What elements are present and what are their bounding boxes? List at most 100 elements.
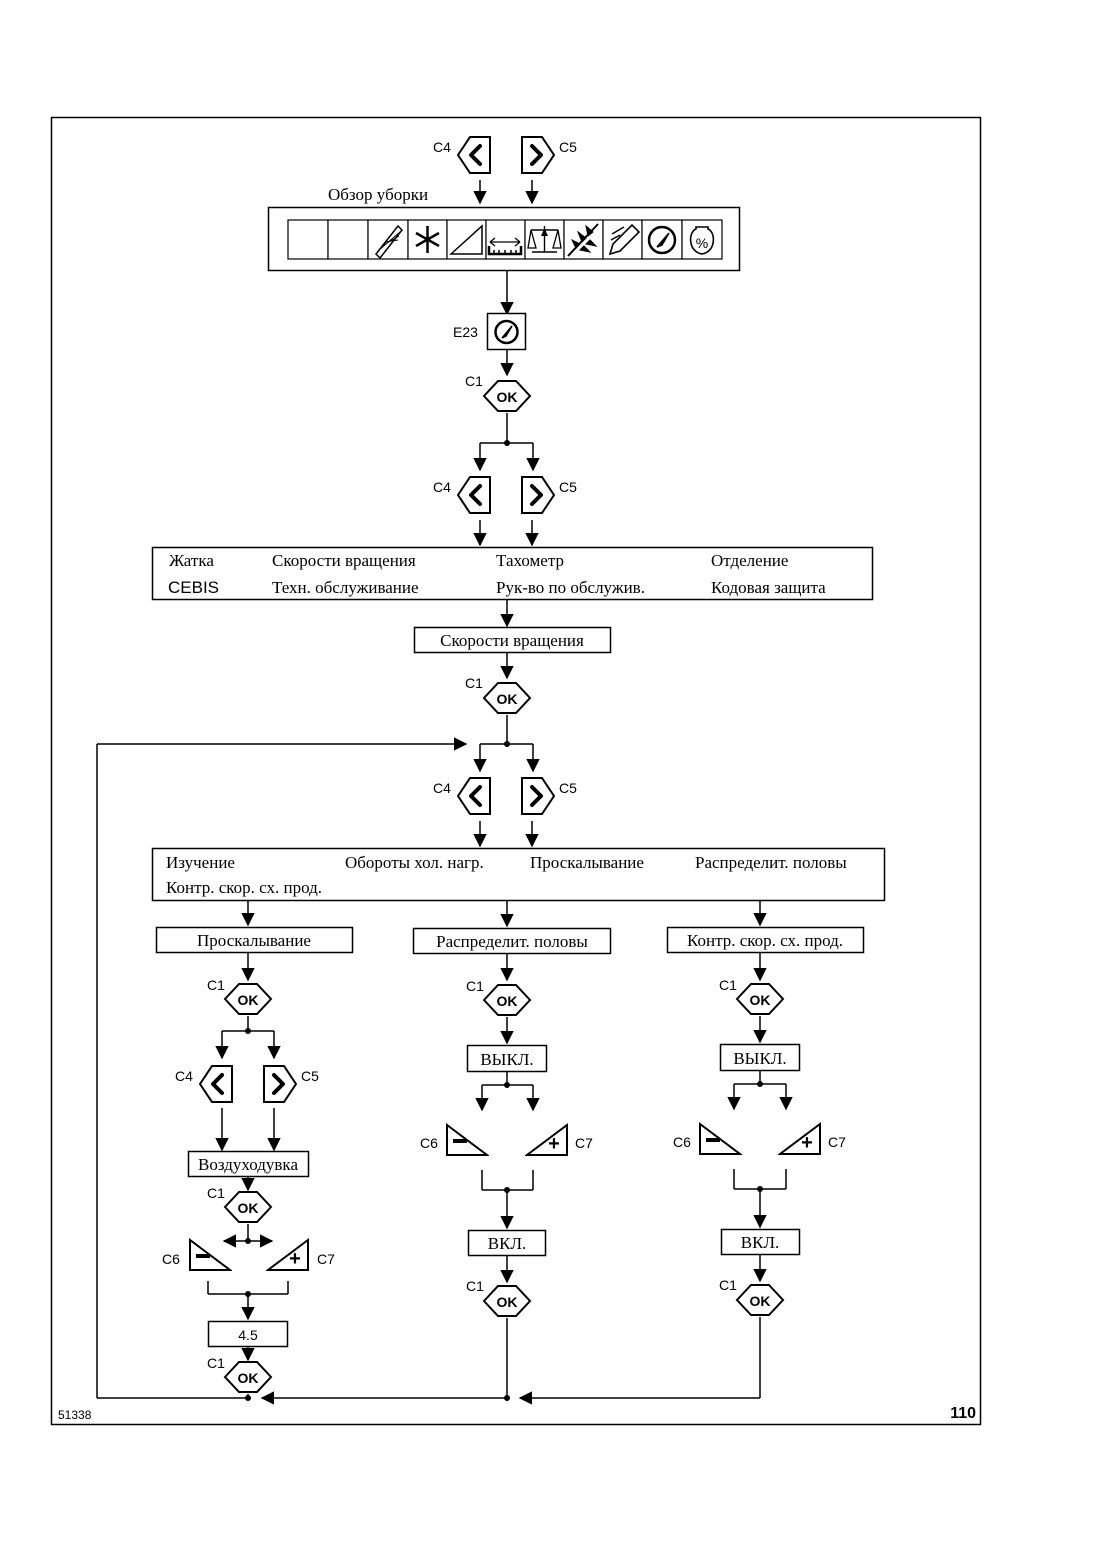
c6-label-mid: C6 <box>420 1135 438 1151</box>
c1-label-left-2: C1 <box>207 1185 225 1201</box>
c4-left-key-left-icon[interactable] <box>198 1064 234 1104</box>
branch-middle-on: ВКЛ. <box>488 1234 526 1253</box>
branch-right-on: ВКЛ. <box>741 1233 779 1252</box>
c1-label-2: C1 <box>465 675 483 691</box>
scale-icon[interactable] <box>524 219 565 260</box>
cutting-width-icon[interactable] <box>485 219 526 260</box>
menu-item-cebis[interactable]: CEBIS <box>168 578 219 597</box>
ok-key-mid-1-label: OK <box>497 993 518 1009</box>
c1-label-right-1: C1 <box>719 977 737 993</box>
c5-right-key-left-icon[interactable] <box>262 1064 298 1104</box>
c4-left-key-icon[interactable] <box>456 135 492 175</box>
ok-key-mid-2-label: OK <box>497 1294 518 1310</box>
overview-label: Обзор уборки <box>328 185 428 204</box>
c5-label-left: C5 <box>301 1068 319 1084</box>
menu-item-maintenance[interactable]: Техн. обслуживание <box>272 578 419 597</box>
branch-middle: Распределит. половы C1 OK ВЫКЛ. C6 + C7 … <box>412 927 612 1317</box>
c7-plus-sign-right: + <box>801 1132 813 1154</box>
return-loop <box>96 737 761 1405</box>
c1-label-1: C1 <box>465 373 483 389</box>
c1-label-mid-1: C1 <box>466 978 484 994</box>
tachometer-icon[interactable] <box>641 219 683 260</box>
branch-right: Контр. скор. сх. прод. C1 OK ВЫКЛ. C6 + … <box>666 926 865 1316</box>
c5-label-3: C5 <box>559 780 577 796</box>
c5-label-2: C5 <box>559 479 577 495</box>
ok-key-left-2-label: OK <box>238 1200 259 1216</box>
c4-label-2: C4 <box>433 479 451 495</box>
c1-label-left-3: C1 <box>207 1355 225 1371</box>
e23-label: E23 <box>453 324 478 340</box>
menu-item-code-protection[interactable]: Кодовая защита <box>711 578 826 597</box>
branch-right-off: ВЫКЛ. <box>733 1049 786 1068</box>
ok-key-left-1-label: OK <box>238 992 259 1008</box>
c1-label-mid-2: C1 <box>466 1278 484 1294</box>
ok-key-right-1-label: OK <box>750 992 771 1008</box>
main-menu-box: Жатка Скорости вращения Тахометр Отделен… <box>151 546 874 601</box>
menu-item-tachometer[interactable]: Тахометр <box>496 551 564 570</box>
c7-label-right: C7 <box>828 1134 846 1150</box>
ok-key-left-3-label: OK <box>238 1370 259 1386</box>
branch-left-value: 4.5 <box>238 1327 258 1343</box>
c7-label-left: C7 <box>317 1251 335 1267</box>
selected-rotation-speeds-box: Скорости вращения <box>413 626 612 654</box>
top-nav-keys: C4 C5 <box>433 135 577 205</box>
figure-frame <box>50 116 982 1426</box>
c5-right-key-icon[interactable] <box>520 135 556 175</box>
c7-plus-sign-mid: + <box>548 1133 560 1155</box>
menu-item-header[interactable]: Жатка <box>169 551 214 570</box>
branch-left-submenu: Воздуходувка <box>198 1155 298 1174</box>
figure-id: 51338 <box>58 1408 92 1422</box>
menu2-item-chaff-spreader[interactable]: Распределит. половы <box>695 853 847 872</box>
c5-right-key-3-icon[interactable] <box>520 776 556 816</box>
c1-label-left-1: C1 <box>207 977 225 993</box>
c7-plus-key-left-icon[interactable] <box>267 1239 309 1271</box>
ramp-icon[interactable] <box>446 219 487 260</box>
edit-pencil-icon[interactable] <box>602 219 643 260</box>
c5-label: C5 <box>559 139 577 155</box>
menu2-item-learning[interactable]: Изучение <box>166 853 235 872</box>
ok-key-right-2-label: OK <box>750 1293 771 1309</box>
header-icon[interactable] <box>367 219 409 260</box>
menu2-item-straw-walker-speed[interactable]: Контр. скор. сх. прод. <box>166 878 322 897</box>
branch-middle-title: Распределит. половы <box>436 932 588 951</box>
c7-label-mid: C7 <box>575 1135 593 1151</box>
tachometer-e23-button[interactable] <box>486 312 527 351</box>
selected-rotation-speeds-label: Скорости вращения <box>440 631 584 650</box>
empty-slot-2-icon[interactable] <box>327 219 369 260</box>
percent-tank-icon[interactable]: % <box>681 219 723 260</box>
c4-label-left: C4 <box>175 1068 193 1084</box>
c6-label-left: C6 <box>162 1251 180 1267</box>
page-number: 110 <box>950 1405 976 1422</box>
grain-icon[interactable] <box>563 219 604 260</box>
c7-plus-key-mid-icon[interactable] <box>526 1124 568 1156</box>
c6-label-right: C6 <box>673 1134 691 1150</box>
branch-right-title: Контр. скор. сх. прод. <box>687 931 843 950</box>
menu2-item-slip[interactable]: Проскалывание <box>530 853 644 872</box>
rotation-speeds-menu-box: Изучение Обороты хол. нагр. Проскалывани… <box>151 847 886 902</box>
branch-left-title: Проскалывание <box>197 931 311 950</box>
c6-minus-key-left-icon[interactable] <box>189 1239 231 1271</box>
c4-label-3: C4 <box>433 780 451 796</box>
ok-key-2-label: OK <box>497 691 518 707</box>
c6-minus-key-mid-icon[interactable] <box>446 1124 488 1156</box>
c7-plus-sign-left: + <box>289 1248 301 1270</box>
c7-plus-key-right-icon[interactable] <box>779 1123 821 1155</box>
fan-icon[interactable] <box>407 219 448 260</box>
c4-left-key-2-icon[interactable] <box>456 475 492 515</box>
c4-left-key-3-icon[interactable] <box>456 776 492 816</box>
c1-label-right-2: C1 <box>719 1277 737 1293</box>
svg-text:%: % <box>696 235 708 251</box>
menu-item-separation[interactable]: Отделение <box>711 551 788 570</box>
c4-label: C4 <box>433 139 451 155</box>
menu2-item-idle-rpm[interactable]: Обороты хол. нагр. <box>345 853 484 872</box>
menu-item-service-guide[interactable]: Рук-во по обслужив. <box>496 578 645 597</box>
overview-icon-bar: % <box>267 206 741 272</box>
branch-middle-off: ВЫКЛ. <box>480 1050 533 1069</box>
ok-key-1-label: OK <box>497 389 518 405</box>
c5-right-key-2-icon[interactable] <box>520 475 556 515</box>
c6-minus-key-right-icon[interactable] <box>699 1123 741 1155</box>
branch-left: Проскалывание C1 OK C4 C5 Воздуходувка C… <box>155 926 354 1393</box>
menu-item-rotation-speeds[interactable]: Скорости вращения <box>272 551 416 570</box>
empty-slot-1-icon[interactable] <box>287 219 329 260</box>
